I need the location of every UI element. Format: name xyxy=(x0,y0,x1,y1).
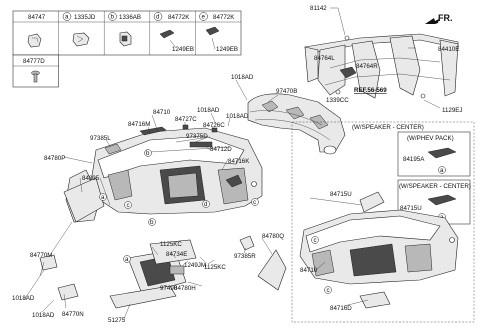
label-1249jm: 1249JM xyxy=(184,262,206,269)
callout-a-1: a xyxy=(440,167,444,174)
option-sub1: (W/PHEV PACK) xyxy=(407,135,454,142)
label-84770n: 84770N xyxy=(62,311,84,318)
svg-text:c: c xyxy=(314,237,317,244)
spring-clip-icon xyxy=(72,32,90,47)
bracket-84716d xyxy=(359,291,391,309)
front-indicator: FR. xyxy=(425,13,453,24)
option-panel: (W/SPEAKER - CENTER) (W/PHEV PACK) 84195… xyxy=(291,121,475,323)
svg-text:d: d xyxy=(204,201,208,208)
label-1125kc-a: 1125KC xyxy=(160,241,182,248)
legend-code-4: 84772K xyxy=(168,14,190,21)
label-84780q: 84780Q xyxy=(262,233,284,240)
svg-text:b: b xyxy=(150,219,154,226)
legend-code-5: 84772K xyxy=(213,14,235,21)
svg-text:c: c xyxy=(253,199,256,206)
side-cover-right xyxy=(257,249,287,291)
legend-code-3: 1336AB xyxy=(119,14,141,21)
label-97385r: 97385R xyxy=(234,253,256,260)
fr-label: FR. xyxy=(438,13,453,23)
option-sub1-code: 84195A xyxy=(403,156,425,163)
option-sub2: (W/SPEAKER - CENTER) xyxy=(399,183,471,190)
lower-panel-cluster xyxy=(109,239,197,309)
label-84835: 84835 xyxy=(82,175,100,182)
label-1018ad-e: 1018AD xyxy=(32,312,55,319)
label-84780h: 84780H xyxy=(174,285,196,292)
label-97470b: 97470B xyxy=(276,88,297,95)
clip-84727c xyxy=(182,124,189,130)
legend-code-2: 1335JD xyxy=(74,14,96,21)
air-duct xyxy=(247,93,346,155)
label-1018ad-b: 1018AD xyxy=(197,107,220,114)
clip-icon xyxy=(27,33,42,48)
label-51275: 51275 xyxy=(108,317,126,324)
label-1129ej: 1129EJ xyxy=(442,107,463,114)
label-1018ad-c: 1018AD xyxy=(226,113,249,120)
label-84716k: 84716K xyxy=(228,158,250,165)
part-labels: 81142 84410E 84764L 84764R REF.56-569 13… xyxy=(12,5,463,324)
pad-icon xyxy=(159,29,175,39)
bracket-84770m xyxy=(39,254,58,271)
label-84727c: 84727C xyxy=(175,116,197,123)
label-97490: 97490 xyxy=(160,285,178,292)
label-1125kc-b: 1125KC xyxy=(204,264,226,271)
label-81142: 81142 xyxy=(310,5,327,12)
label-97385l: 97385L xyxy=(90,135,111,142)
label-97375d: 97375D xyxy=(186,133,208,140)
pad-84716m xyxy=(139,126,167,136)
svg-text:c: c xyxy=(127,202,130,209)
legend-code-1: 84747 xyxy=(28,14,46,21)
speaker-grille-2 xyxy=(427,194,457,206)
svg-text:a: a xyxy=(101,194,105,201)
callouts: b c a d c a b c c xyxy=(99,149,332,294)
legend-letter-e: e xyxy=(202,14,206,21)
legend-table: 84747 a 1335JD b 1336AB d 84772K 1249EB … xyxy=(12,10,242,88)
label-84726c: 84726C xyxy=(203,122,225,129)
crash-pad-main xyxy=(91,127,263,215)
legend-code-bottom: 84777D xyxy=(23,58,45,65)
label-1018ad-d: 1018AD xyxy=(12,295,35,302)
fr-arrow-icon xyxy=(425,18,439,24)
bracket-84770n xyxy=(57,283,79,301)
legend-letter-b: b xyxy=(111,14,115,21)
vent-97385l xyxy=(104,143,122,155)
legend-letter-d: d xyxy=(156,14,160,21)
legend-sub-5: 1249EB xyxy=(216,46,238,53)
label-84715u-a: 84715U xyxy=(330,191,352,198)
label-84710-a: 84710 xyxy=(153,109,171,116)
legend-letter-a: a xyxy=(65,14,69,21)
label-84764l: 84764L xyxy=(314,55,335,62)
svg-text:c: c xyxy=(327,287,330,294)
label-ref: REF.56-569 xyxy=(354,87,387,94)
cowl-cross-bar xyxy=(304,33,459,99)
screw-icon xyxy=(31,70,40,83)
label-84410e: 84410E xyxy=(438,46,459,53)
label-84710-b: 84710 xyxy=(300,267,318,274)
label-84780p: 84780P xyxy=(44,155,65,162)
leader-lines xyxy=(23,79,369,320)
label-1339cc: 1339CC xyxy=(326,97,349,104)
cover-84835 xyxy=(63,177,105,223)
svg-text:b: b xyxy=(146,150,150,157)
clip-84726c xyxy=(211,127,218,133)
label-84716d: 84716D xyxy=(330,305,352,312)
svg-text:a: a xyxy=(125,256,129,263)
option-sub2-code: 84715U xyxy=(400,205,422,212)
label-84712d: 84712D xyxy=(210,146,232,153)
label-84734e: 84734E xyxy=(166,251,187,258)
label-84764r: 84764R xyxy=(356,63,378,70)
label-84716m: 84716M xyxy=(128,121,150,128)
cover-97385r xyxy=(239,235,255,251)
speaker-grille-1 xyxy=(427,147,457,159)
label-84770m: 84770M xyxy=(30,252,52,259)
bracket-84764 xyxy=(339,66,357,79)
legend-sub-4: 1249EB xyxy=(172,46,194,53)
speaker-cover-84715u xyxy=(359,191,385,213)
option-title: (W/SPEAKER - CENTER) xyxy=(352,124,424,131)
pad-icon-2 xyxy=(205,26,220,36)
label-1018ad-a: 1018AD xyxy=(231,74,254,81)
